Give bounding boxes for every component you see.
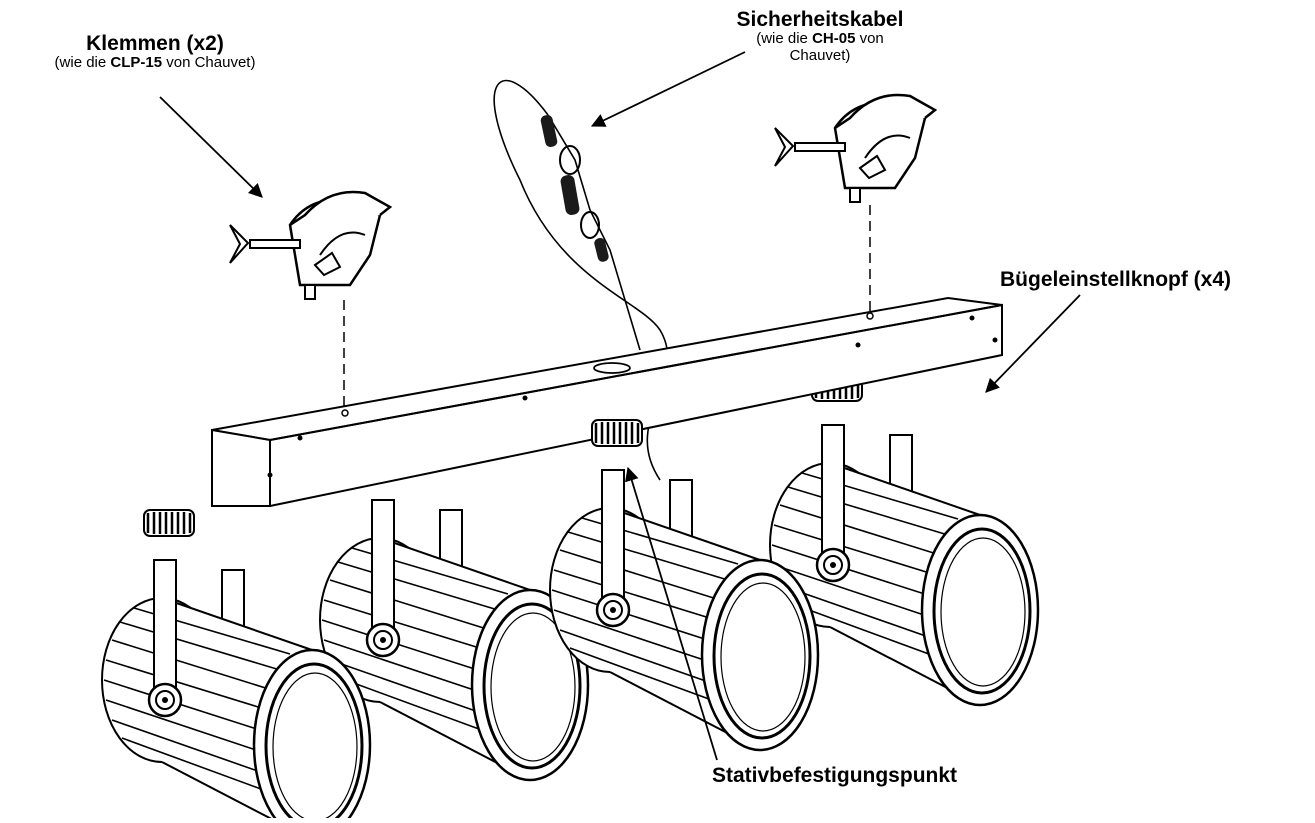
label-sicherheitskabel-sub-pre: (wie die [756,30,813,48]
label-sicherheitskabel-sub-post: von [855,30,884,48]
label-stativbefestigungspunkt-title: Stativbefestigungspunkt [712,764,958,787]
arrow-icon [159,51,1081,761]
light-bar-icon [211,296,1003,507]
label-buegeleinstellknopf-title: Bügeleinstellknopf (x4) [1000,268,1232,291]
label-klemmen-sub: (wie die CLP-15 von Chauvet) [0,54,310,72]
clamp-icon [228,190,392,301]
label-klemmen-sub-post: von Chauvet) [162,54,256,72]
label-sicherheitskabel-sub: (wie die CH-05 von [700,30,940,48]
label-sicherheitskabel: Sicherheitskabel (wie die CH-05 von Chau… [700,8,940,64]
label-klemmen-sub-pre: (wie die [54,54,111,72]
label-stativbefestigungspunkt: Stativbefestigungspunkt [712,764,1042,787]
label-sicherheitskabel-title: Sicherheitskabel [736,8,904,31]
label-buegeleinstellknopf: Bügeleinstellknopf (x4) [1000,268,1315,291]
label-klemmen: Klemmen (x2) (wie die CLP-15 von Chauvet… [0,32,310,72]
label-sicherheitskabel-model: CH-05 [812,30,856,48]
label-klemmen-model: CLP-15 [110,54,163,72]
spot-fixture-icon [100,508,372,823]
label-klemmen-title: Klemmen (x2) [86,32,224,55]
spot-fixture-icon [548,418,820,752]
label-sicherheitskabel-sub-line2: Chauvet) [789,46,851,64]
clamp-icon [773,93,937,204]
